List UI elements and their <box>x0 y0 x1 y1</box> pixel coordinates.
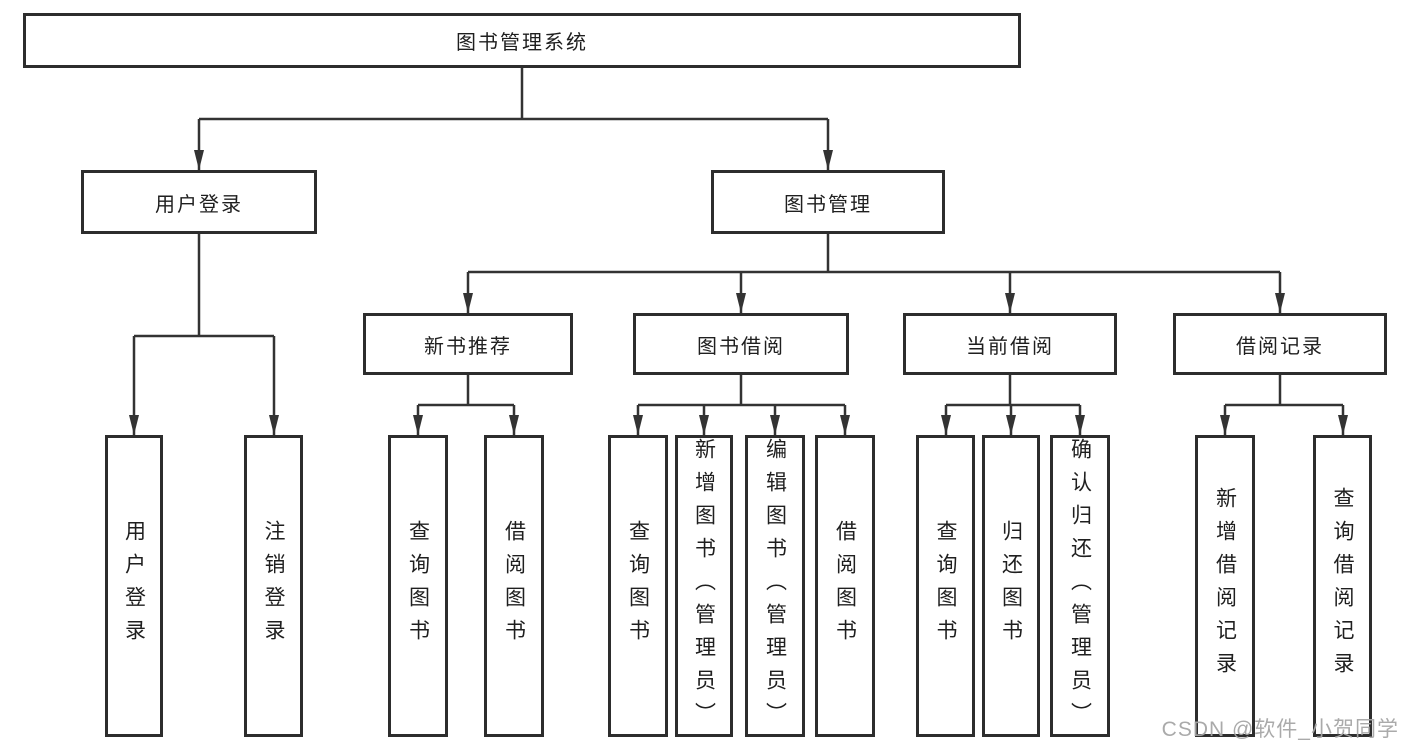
leaf-add-books-admin: 新增图书（管理员） <box>675 435 733 737</box>
leaf-query-borrow-record: 查询借阅记录 <box>1313 435 1372 737</box>
leaf-edit-books-admin: 编辑图书（管理员） <box>745 435 805 737</box>
leaf-add-borrow-record: 新增借阅记录 <box>1195 435 1255 737</box>
leaf-logout: 注销登录 <box>244 435 303 737</box>
leaf-return-books: 归还图书 <box>982 435 1040 737</box>
leaf-borrow-books: 借阅图书 <box>815 435 875 737</box>
node-new-book-recommend: 新书推荐 <box>363 313 573 375</box>
leaf-query-books-borrow: 查询图书 <box>608 435 668 737</box>
leaf-query-books-recommend: 查询图书 <box>388 435 448 737</box>
node-borrow-records: 借阅记录 <box>1173 313 1387 375</box>
node-current-borrow: 当前借阅 <box>903 313 1117 375</box>
leaf-confirm-return-admin: 确认归还（管理员） <box>1050 435 1110 737</box>
leaf-borrow-books-recommend: 借阅图书 <box>484 435 544 737</box>
leaf-query-books-current: 查询图书 <box>916 435 975 737</box>
node-root-system: 图书管理系统 <box>23 13 1021 68</box>
node-user-login: 用户登录 <box>81 170 317 234</box>
node-book-management: 图书管理 <box>711 170 945 234</box>
leaf-user-login: 用户登录 <box>105 435 163 737</box>
node-book-borrow: 图书借阅 <box>633 313 849 375</box>
